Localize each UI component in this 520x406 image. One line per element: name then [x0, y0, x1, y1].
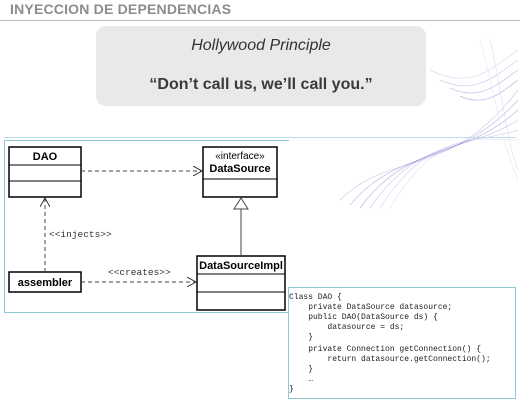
code-line: … — [289, 375, 314, 384]
code-line: } — [289, 385, 294, 394]
assembler-class-name: assembler — [18, 277, 73, 289]
datasourceimpl-class-name: DataSourceImpl — [199, 260, 283, 272]
datasourceimpl-class: DataSourceImpl — [196, 255, 286, 311]
uml-diagram: DAO «interface» DataSource assembler Dat… — [8, 146, 286, 311]
code-line: public DAO(DataSource ds) { — [289, 313, 438, 322]
quote-text: “Don’t call us, we’ll call you.” — [149, 76, 373, 93]
slide-title: INYECCION DE DEPENDENCIAS — [10, 1, 232, 17]
quote-box: Hollywood Principle “Don’t call us, we’l… — [96, 26, 426, 106]
title-divider — [0, 20, 520, 21]
interface-stereotype: «interface» — [215, 151, 265, 162]
creates-label: <<creates>> — [108, 267, 171, 278]
frame-line — [4, 137, 516, 138]
code-line: } — [289, 365, 314, 374]
code-line: private Connection getConnection() { — [289, 345, 482, 354]
dao-class-name: DAO — [33, 151, 58, 163]
code-line: private DataSource datasource; — [289, 303, 453, 312]
code-snippet-panel: Class DAO { private DataSource datasourc… — [288, 287, 516, 399]
realization-arrowhead — [233, 197, 249, 210]
quote-title: Hollywood Principle — [191, 37, 331, 54]
code-line: Class DAO { — [289, 293, 342, 302]
code-line: } — [289, 333, 314, 342]
injects-label: <<injects>> — [49, 229, 112, 240]
datasource-interface: «interface» DataSource — [202, 146, 278, 198]
datasource-class-name: DataSource — [209, 163, 270, 175]
dao-class: DAO — [8, 146, 82, 198]
decorative-swirl — [339, 39, 519, 209]
code-line: datasource = ds; — [289, 323, 405, 332]
assembler-class: assembler — [8, 271, 82, 293]
code-line: return datasource.getConnection(); — [289, 355, 491, 364]
uml-diagram-panel: DAO «interface» DataSource assembler Dat… — [4, 140, 289, 313]
